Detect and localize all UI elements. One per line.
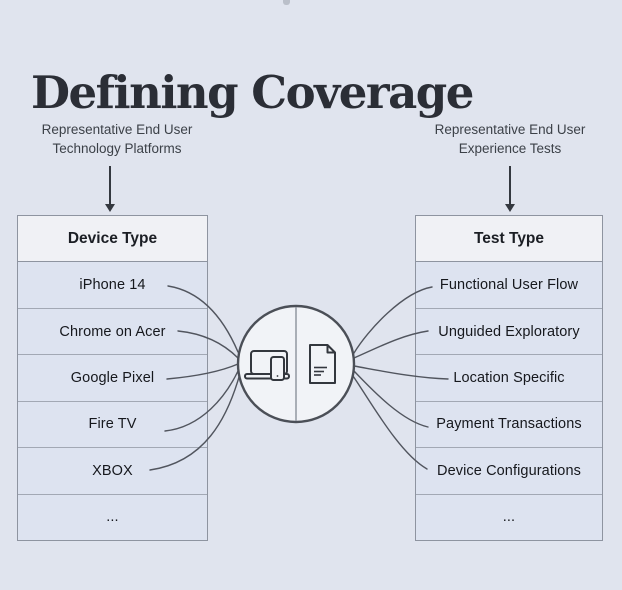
arrow-head	[505, 204, 515, 212]
table-row: ...	[18, 493, 207, 540]
table-row: Fire TV	[18, 400, 207, 447]
right-annotation-line2: Experience Tests	[458, 141, 562, 156]
left-annotation-line2: Technology Platforms	[52, 141, 182, 156]
devices-icon	[244, 350, 290, 381]
top-edge-artifact	[283, 0, 290, 5]
table-row: Device Configurations	[416, 447, 602, 493]
down-arrow-icon	[102, 166, 118, 212]
device-type-header: Device Type	[18, 216, 207, 263]
test-type-header: Test Type	[416, 216, 602, 263]
table-row: ...	[416, 493, 602, 540]
table-row: Google Pixel	[18, 354, 207, 400]
left-annotation-line1: Representative End User	[41, 122, 193, 137]
table-row: iPhone 14	[79, 277, 146, 294]
table-row: XBOX	[18, 447, 207, 493]
right-annotation-line1: Representative End User	[434, 122, 586, 137]
device-type-table: Device Type iPhone 14 Chrome on Acer Goo…	[17, 215, 208, 541]
document-icon	[309, 344, 336, 384]
table-row: Unguided Exploratory	[416, 307, 602, 354]
table-row: Chrome on Acer	[18, 307, 207, 354]
coverage-circle	[236, 304, 356, 424]
table-row: Payment Transactions	[416, 400, 602, 447]
test-type-table: Test Type Functional User Flow Unguided …	[415, 215, 603, 541]
table-row: Functional User Flow	[439, 277, 579, 294]
arrow-shaft	[109, 166, 111, 205]
left-annotation: Representative End User Technology Platf…	[7, 120, 227, 158]
table-row: Location Specific	[416, 354, 602, 400]
down-arrow-icon	[502, 166, 518, 212]
page-title: Defining Coverage	[31, 66, 474, 120]
right-annotation: Representative End User Experience Tests	[400, 120, 620, 158]
arrow-shaft	[509, 166, 511, 205]
arrow-head	[105, 204, 115, 212]
